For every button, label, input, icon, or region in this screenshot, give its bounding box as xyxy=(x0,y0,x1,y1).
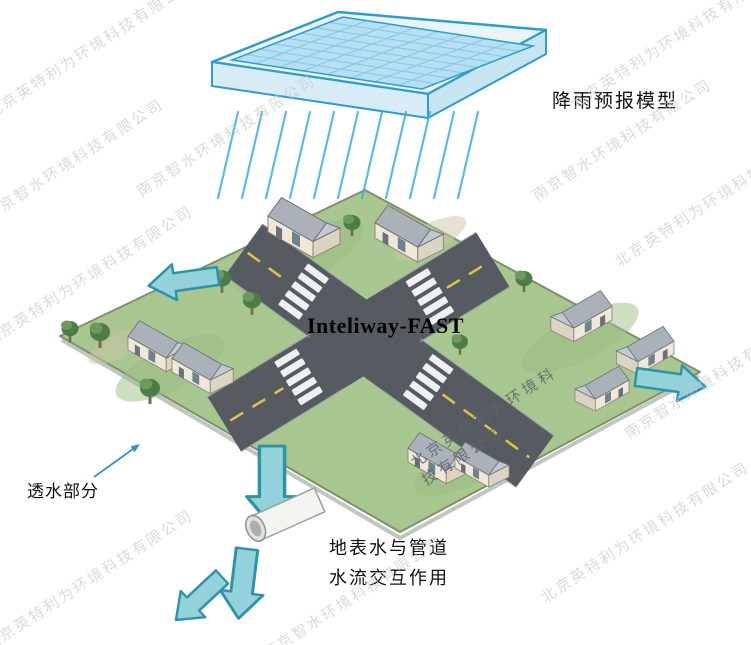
pipe-opening-inner xyxy=(249,520,262,537)
curb-lines xyxy=(224,223,555,488)
ground-edge-shadow xyxy=(60,338,700,541)
road-sw-ne-surface xyxy=(207,232,510,452)
rain-lines xyxy=(216,110,480,200)
water-mesh-grid xyxy=(232,17,533,89)
curb-lines xyxy=(207,231,510,453)
lane-centerline xyxy=(229,262,488,422)
rain-model-basin xyxy=(212,12,546,120)
basin-inner-rim xyxy=(229,16,536,90)
road-sw-ne-markings xyxy=(207,231,510,453)
flow-arrow-bottom-left xyxy=(162,562,236,635)
road-nw-se-markings xyxy=(224,223,555,488)
permeable-pointer-arrow xyxy=(93,444,140,478)
drain-pipe xyxy=(245,487,326,543)
lane-centerline xyxy=(246,251,530,459)
